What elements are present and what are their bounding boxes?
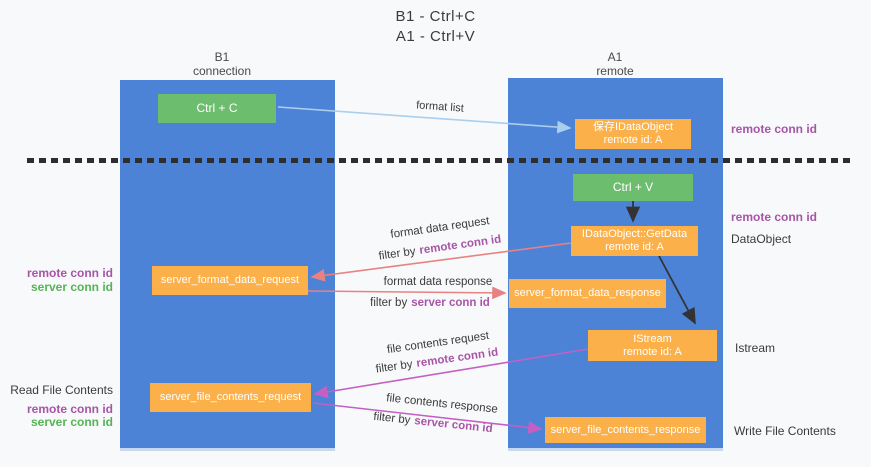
label-write-file-contents: Write File Contents bbox=[734, 424, 836, 438]
node-save-idataobject-line2: remote id: A bbox=[603, 134, 663, 146]
node-server-file-contents-request-label: server_file_contents_request bbox=[159, 391, 302, 403]
node-idataobject-getdata-line2: remote id: A bbox=[605, 241, 664, 253]
node-ctrl-v: Ctrl + V bbox=[573, 174, 693, 201]
node-istream: IStream remote id: A bbox=[588, 330, 717, 361]
node-ctrl-c-label: Ctrl + C bbox=[196, 101, 238, 115]
left-lane-subtitle: connection bbox=[192, 64, 252, 78]
arrow-format-data-response bbox=[307, 286, 507, 300]
filter-by-text-1: filter by bbox=[378, 245, 417, 263]
label-dataobject: DataObject bbox=[731, 232, 792, 246]
node-server-format-data-response: server_format_data_response bbox=[509, 279, 666, 308]
label-remote-conn-id-left-bottom: remote conn id bbox=[26, 402, 113, 416]
label-format-data-response: format data response bbox=[383, 276, 493, 288]
node-ctrl-c: Ctrl + C bbox=[158, 94, 276, 123]
dashed-separator-line bbox=[27, 158, 850, 163]
node-server-file-contents-request: server_file_contents_request bbox=[150, 383, 311, 412]
filter-by-text-4: filter by bbox=[372, 410, 411, 427]
label-remote-conn-id-left-top: remote conn id bbox=[26, 266, 113, 280]
node-save-idataobject: 保存IDataObject remote id: A bbox=[575, 119, 691, 149]
node-server-format-data-request: server_format_data_request bbox=[152, 266, 308, 295]
diagram-title-line1: B1 - Ctrl+C bbox=[395, 8, 476, 25]
label-server-conn-id-left-bottom: server conn id bbox=[30, 415, 113, 429]
right-lane-title: A1 bbox=[607, 50, 623, 64]
filter-value-1: remote conn id bbox=[418, 233, 502, 257]
node-server-file-contents-response: server_file_contents_response bbox=[545, 417, 706, 443]
node-server-format-data-request-label: server_format_data_request bbox=[160, 274, 300, 286]
node-server-file-contents-response-label: server_file_contents_response bbox=[550, 423, 701, 436]
node-server-format-data-response-label: server_format_data_response bbox=[514, 287, 661, 299]
node-istream-line2: remote id: A bbox=[623, 345, 682, 358]
node-save-idataobject-line1: 保存IDataObject bbox=[592, 121, 674, 133]
filter-value-4: server conn id bbox=[413, 415, 494, 436]
label-istream: Istream bbox=[735, 341, 776, 355]
filter-by-text-2: filter by bbox=[370, 297, 408, 309]
left-lane-title: B1 bbox=[214, 50, 230, 64]
filter-by-text-3: filter by bbox=[375, 358, 414, 376]
right-lane-subtitle: remote bbox=[596, 64, 634, 78]
filter-value-2: server conn id bbox=[411, 297, 490, 309]
left-lane-header: B1 connection bbox=[122, 50, 322, 78]
label-remote-conn-id-right-top: remote conn id bbox=[731, 122, 818, 136]
node-idataobject-getdata-line1: IDataObject::GetData bbox=[581, 228, 688, 240]
label-remote-conn-id-right-mid: remote conn id bbox=[731, 210, 818, 224]
label-read-file-contents: Read File Contents bbox=[10, 383, 113, 397]
right-lane-header: A1 remote bbox=[515, 50, 715, 78]
node-idataobject-getdata: IDataObject::GetData remote id: A bbox=[571, 226, 698, 256]
node-ctrl-v-label: Ctrl + V bbox=[612, 180, 654, 194]
label-format-list: format list bbox=[415, 99, 465, 115]
diagram-title-line2: A1 - Ctrl+V bbox=[395, 28, 476, 45]
node-istream-line1: IStream bbox=[633, 332, 672, 345]
label-server-conn-id-left-top: server conn id bbox=[30, 280, 113, 294]
